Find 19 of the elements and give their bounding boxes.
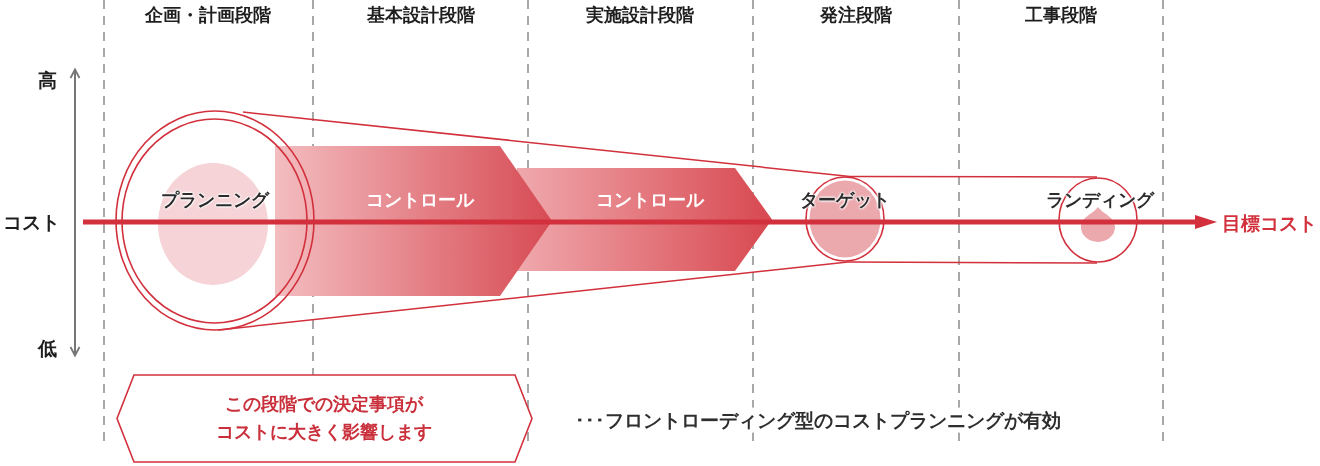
chevron-label: コントロール xyxy=(366,189,474,211)
chevron-label: コントロール xyxy=(596,189,704,211)
axis-label: コスト xyxy=(2,210,60,234)
circle-label: プランニング xyxy=(161,189,269,211)
funnel-line xyxy=(242,111,851,178)
arrow xyxy=(83,215,1217,229)
callout-text: この段階での決定事項がコストに大きく影響します xyxy=(215,391,433,445)
phase-heading: 企画・計画段階 xyxy=(145,4,271,26)
phase-heading: 実施設計段階 xyxy=(586,4,694,26)
phase-heading: 基本設計段階 xyxy=(367,4,475,26)
tube-line xyxy=(849,175,1098,178)
tube-line xyxy=(847,261,1098,264)
funnel-line xyxy=(217,261,849,331)
phase-heading: 工事段階 xyxy=(1025,4,1097,26)
axis-label: 低 xyxy=(37,336,57,360)
phase-heading: 発注段階 xyxy=(820,4,892,26)
axis-label: 高 xyxy=(37,68,57,92)
target-label: 目標コスト xyxy=(1221,211,1317,234)
note-text: ･･･フロントローディング型のコストプランニングが有効 xyxy=(575,407,1061,433)
